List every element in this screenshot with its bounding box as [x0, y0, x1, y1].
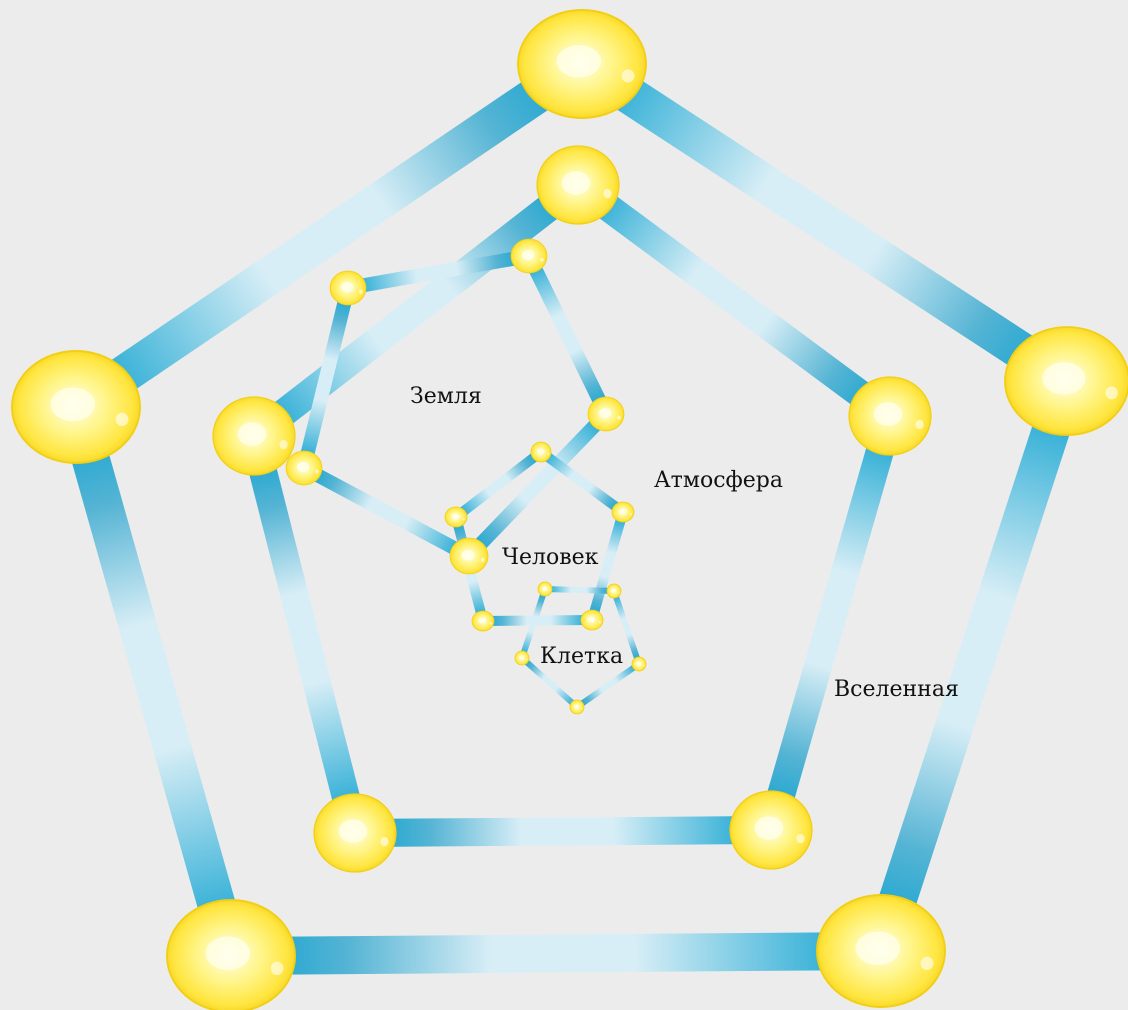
- layer-kletka-node-4: [514, 650, 530, 666]
- layer-vselennaya-node-4: [11, 350, 141, 464]
- label-zemlya: Земля: [410, 384, 482, 409]
- layer-chelovek-node-4: [444, 506, 468, 528]
- layer-atmosfera-edge-1: [757, 412, 904, 834]
- layer-zemlya-node-0: [510, 238, 548, 274]
- layer-zemlya-edge-1: [463, 409, 612, 561]
- layer-zemlya-edge-2: [300, 461, 473, 563]
- layer-vselennaya-edge-4: [65, 48, 593, 423]
- layer-atmosfera-node-4: [212, 396, 296, 476]
- layer-atmosfera-edge-2: [354, 816, 772, 847]
- layer-chelovek-node-0: [530, 441, 552, 463]
- layer-chelovek-node-3: [471, 610, 495, 632]
- layer-zemlya-node-3: [285, 450, 323, 486]
- layer-kletka-edge-0: [544, 586, 615, 594]
- layer-zemlya-edge-4: [346, 249, 531, 295]
- label-vselennaya: Вселенная: [834, 677, 959, 702]
- layer-kletka-edge-1: [611, 590, 642, 665]
- layer-atmosfera-edge-3: [240, 432, 369, 837]
- layer-zemlya-node-4: [329, 270, 367, 306]
- layer-kletka-node-0: [537, 581, 553, 597]
- layer-chelovek-edge-1: [587, 510, 628, 622]
- layer-vselennaya-node-2: [816, 894, 946, 1008]
- layer-vselennaya-edge-1: [862, 375, 1086, 957]
- label-kletka: Клетка: [540, 644, 624, 669]
- layer-kletka-node-2: [631, 656, 647, 672]
- layer-vselennaya-edge-2: [230, 932, 882, 975]
- layer-chelovek-edge-4: [452, 448, 545, 521]
- layer-atmosfera-edge-0: [569, 173, 899, 428]
- layer-vselennaya-edge-0: [571, 48, 1078, 397]
- layer-atmosfera-node-1: [848, 376, 932, 456]
- layer-atmosfera-node-0: [536, 145, 620, 225]
- layer-vselennaya-node-1: [1004, 326, 1128, 436]
- edge-layer: [57, 48, 1086, 975]
- layer-vselennaya-node-3: [166, 899, 296, 1010]
- layer-vselennaya-edge-3: [57, 401, 250, 962]
- layer-kletka-edge-4: [519, 588, 548, 659]
- label-chelovek: Человек: [502, 545, 599, 570]
- layer-zemlya-edge-3: [297, 286, 355, 470]
- layer-chelovek-node-2: [580, 609, 604, 631]
- layer-atmosfera-node-3: [313, 793, 397, 873]
- layer-kletka-edge-3: [520, 655, 579, 710]
- node-layer: [11, 9, 1128, 1010]
- layer-zemlya-edge-0: [522, 252, 613, 418]
- layer-atmosfera-edge-4: [245, 173, 587, 448]
- layer-vselennaya-node-0: [517, 9, 647, 119]
- layer-zemlya-node-1: [587, 396, 625, 432]
- layer-chelovek-edge-0: [538, 447, 626, 517]
- label-atmosfera: Атмосфера: [654, 468, 783, 493]
- layer-kletka-node-1: [606, 583, 622, 599]
- layer-chelovek-node-1: [611, 501, 635, 523]
- layer-kletka-edge-2: [575, 661, 641, 710]
- layer-atmosfera-node-2: [729, 790, 813, 870]
- layer-zemlya-node-2: [449, 537, 489, 575]
- layer-kletka-node-3: [569, 699, 585, 715]
